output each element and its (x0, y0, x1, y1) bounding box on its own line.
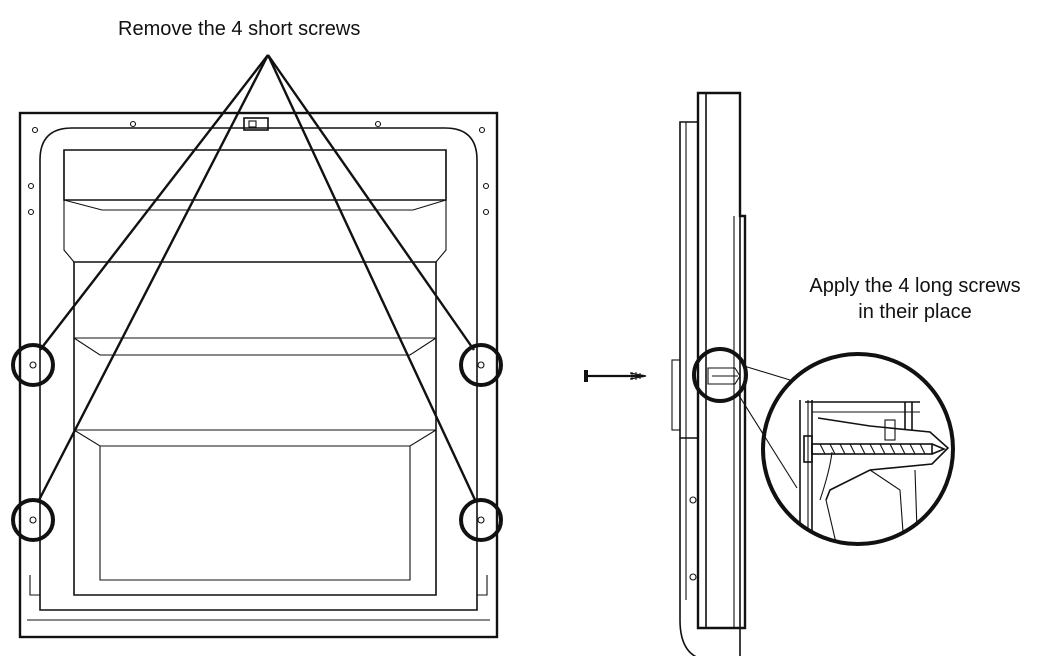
door-top-recess-bevel (63, 199, 447, 211)
door-top-recess (63, 149, 447, 201)
side-front-profile-lower (679, 438, 697, 656)
pointer-line-bottom-left (36, 54, 270, 503)
side-rivet-1 (689, 496, 697, 504)
door-right-channel (435, 150, 447, 263)
screw-circle-top-right (459, 343, 503, 387)
door-left-channel (63, 150, 75, 263)
zoom-detail (761, 352, 955, 546)
screw-circle-bottom-left (11, 498, 55, 542)
pointer-line-top-left (39, 54, 269, 351)
door-inner-sides (39, 232, 478, 611)
pointer-line-bottom-right (266, 54, 478, 503)
side-screw-plate (671, 359, 681, 431)
door-rivets (27, 120, 490, 216)
apply-long-screws-label: Apply the 4 long screws in their place (770, 273, 1060, 325)
door-lower-panel (99, 446, 411, 581)
door-outer-frame (18, 111, 499, 639)
remove-short-screws-label: Remove the 4 short screws (118, 18, 361, 40)
zoom-detail-circle (761, 352, 955, 546)
long-screw-icon (584, 370, 647, 382)
door-inner-top-border (39, 127, 478, 232)
door-latch-detail (248, 120, 257, 128)
callout-line-upper (743, 365, 791, 381)
door-clip-left (29, 575, 40, 596)
side-outer-slab (696, 91, 747, 630)
pointer-lines (36, 54, 478, 503)
door-band-1-bevel (73, 337, 437, 356)
door-clip-right (477, 575, 488, 596)
side-front-profile-upper (679, 121, 698, 439)
zoom-callout-lines (737, 365, 798, 489)
side-detail-circle (692, 347, 748, 403)
door-main-panel (73, 261, 437, 596)
short-screw-highlights (11, 343, 503, 542)
callout-line-lower (737, 393, 798, 489)
door-side-view (671, 91, 748, 656)
door-latch (243, 117, 269, 131)
door-panel-front-view (18, 111, 499, 639)
screw-circle-top-left (11, 343, 55, 387)
screw-circle-bottom-right (459, 498, 503, 542)
apply-long-screws-line1: Apply the 4 long screws (809, 275, 1021, 297)
pointer-line-top-right (267, 54, 475, 351)
side-rivet-2 (689, 573, 697, 581)
door-band-2-bevel (73, 429, 437, 447)
apply-long-screws-line2: in their place (858, 301, 972, 323)
side-screw-boss (707, 367, 741, 385)
